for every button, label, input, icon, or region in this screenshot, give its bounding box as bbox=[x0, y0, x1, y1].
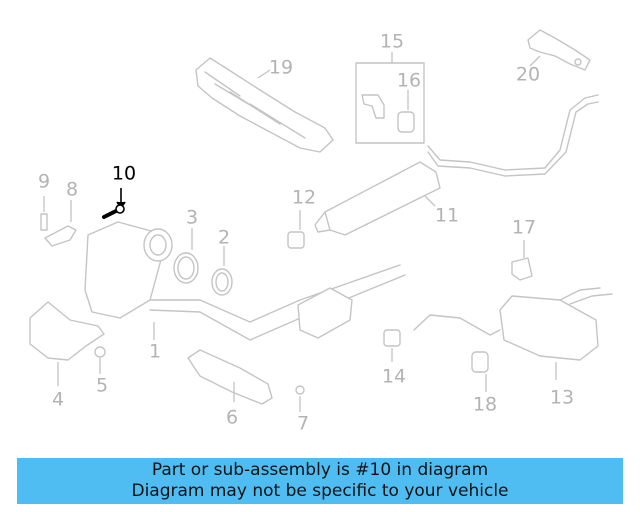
notice-banner: Part or sub-assembly is #10 in diagram D… bbox=[17, 458, 623, 504]
part-2-gasket bbox=[211, 246, 233, 296]
part-6-heat-shield bbox=[187, 349, 273, 405]
part-label-10[interactable]: 10 bbox=[111, 162, 137, 185]
part-label-4[interactable]: 4 bbox=[51, 388, 65, 411]
part-11-center-muffler bbox=[314, 94, 599, 236]
diagram-linework bbox=[29, 29, 613, 412]
part-label-13[interactable]: 13 bbox=[549, 386, 575, 409]
part-3-clamp-ring bbox=[173, 228, 199, 284]
part-4-heat-shield bbox=[29, 301, 105, 386]
part-label-6[interactable]: 6 bbox=[225, 406, 239, 429]
part-1-catalytic-converter bbox=[84, 221, 406, 341]
part-15-kit-box bbox=[355, 52, 425, 144]
part-14-clamp bbox=[383, 329, 401, 362]
part-5-bolt bbox=[94, 346, 106, 374]
part-label-3[interactable]: 3 bbox=[185, 206, 199, 229]
part-label-9[interactable]: 9 bbox=[37, 170, 51, 193]
part-12-clamp bbox=[287, 210, 305, 249]
part-label-5[interactable]: 5 bbox=[95, 374, 109, 397]
part-label-17[interactable]: 17 bbox=[511, 216, 537, 239]
part-label-15[interactable]: 15 bbox=[379, 30, 405, 53]
part-18-hanger bbox=[471, 351, 489, 392]
part-label-11[interactable]: 11 bbox=[434, 204, 460, 227]
part-label-18[interactable]: 18 bbox=[472, 393, 498, 416]
part-label-16[interactable]: 16 bbox=[396, 69, 422, 92]
part-label-14[interactable]: 14 bbox=[381, 365, 407, 388]
part-13-rear-muffler bbox=[413, 287, 613, 380]
banner-line-disclaimer: Diagram may not be specific to your vehi… bbox=[131, 481, 509, 501]
part-9-bolt bbox=[40, 196, 48, 231]
part-label-1[interactable]: 1 bbox=[148, 340, 162, 363]
part-19-heat-shield bbox=[195, 57, 334, 153]
exhaust-system-diagram: 1 2 3 4 5 6 7 8 9 10 11 12 13 14 15 16 1… bbox=[29, 29, 613, 435]
part-17-bracket bbox=[511, 240, 533, 281]
part-label-7[interactable]: 7 bbox=[296, 412, 310, 435]
part-label-20[interactable]: 20 bbox=[515, 63, 541, 86]
part-10-bolt bbox=[102, 188, 126, 219]
part-label-8[interactable]: 8 bbox=[65, 178, 79, 201]
part-label-2[interactable]: 2 bbox=[217, 226, 231, 249]
part-7-bolt bbox=[295, 385, 305, 412]
part-label-12[interactable]: 12 bbox=[291, 186, 317, 209]
part-20-bracket bbox=[527, 29, 591, 71]
banner-line-part-reference: Part or sub-assembly is #10 in diagram bbox=[151, 460, 489, 480]
part-8-bracket bbox=[44, 200, 77, 247]
part-label-19[interactable]: 19 bbox=[268, 56, 294, 79]
